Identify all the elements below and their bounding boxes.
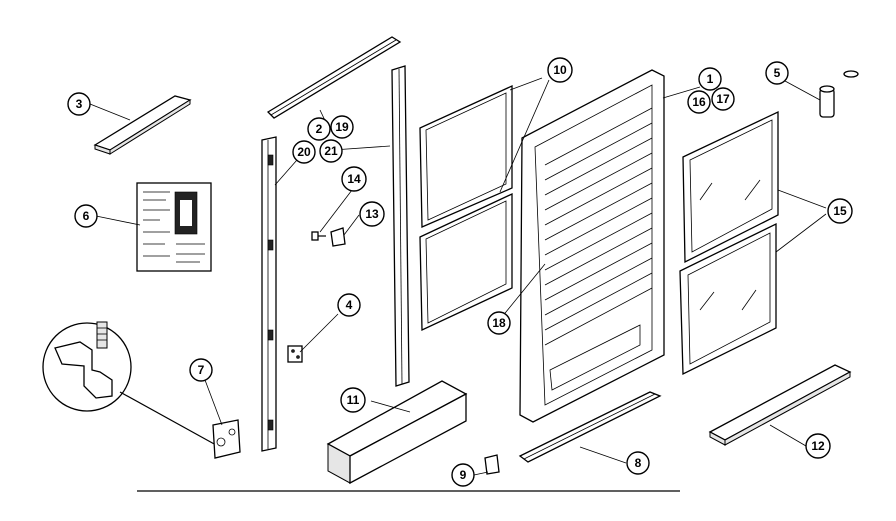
- part-4-bracket: [287, 345, 303, 363]
- callout-17: 17: [711, 87, 735, 111]
- part-11-box: [326, 380, 468, 485]
- svg-text:15: 15: [833, 204, 847, 218]
- callout-20: 20: [292, 140, 316, 164]
- part-19-top-header: [266, 36, 402, 119]
- part-3-top-bar: [93, 95, 192, 155]
- part-5-cylinder: [819, 70, 859, 118]
- svg-text:1: 1: [707, 72, 714, 86]
- callout-4: 4: [337, 293, 361, 317]
- svg-text:6: 6: [83, 209, 90, 223]
- callout-13: 13: [359, 201, 385, 227]
- part-10-screen-inserts: [419, 84, 513, 332]
- svg-text:19: 19: [335, 120, 349, 134]
- svg-text:2: 2: [316, 122, 323, 136]
- svg-text:14: 14: [347, 172, 361, 186]
- svg-text:3: 3: [76, 97, 83, 111]
- callout-3: 3: [67, 92, 91, 116]
- svg-text:7: 7: [198, 363, 205, 377]
- part-12-bottom-bar: [708, 364, 852, 446]
- callout-12: 12: [805, 433, 831, 459]
- callout-8: 8: [626, 451, 650, 475]
- part-6-instruction-sheet: [136, 182, 212, 272]
- svg-text:16: 16: [692, 95, 706, 109]
- door-louvres: [544, 107, 653, 346]
- svg-text:8: 8: [635, 456, 642, 470]
- callout-6: 6: [74, 204, 98, 228]
- svg-text:11: 11: [347, 393, 360, 407]
- hinge-detail-magnified: [42, 321, 217, 446]
- callout-19: 19: [330, 115, 354, 139]
- part-1-door: [519, 69, 665, 423]
- callout-15: 15: [827, 198, 853, 224]
- callout-11: 11: [340, 387, 366, 413]
- svg-text:20: 20: [297, 145, 311, 159]
- callout-10: 10: [547, 57, 573, 83]
- svg-text:17: 17: [716, 92, 730, 106]
- svg-text:4: 4: [346, 298, 353, 312]
- latch-jamb: [391, 65, 410, 387]
- part-13-clip: [330, 227, 346, 247]
- part-9-clip: [484, 454, 500, 475]
- callout-2: 2: [307, 117, 331, 141]
- svg-text:10: 10: [553, 63, 567, 77]
- part-7-hinge-plate: [212, 419, 241, 459]
- callout-7: 7: [189, 358, 213, 382]
- callout-1: 1: [698, 67, 722, 91]
- callout-21: 21: [319, 139, 343, 163]
- callout-9: 9: [451, 463, 475, 487]
- svg-text:13: 13: [365, 207, 379, 221]
- svg-text:12: 12: [811, 439, 825, 453]
- svg-text:9: 9: [460, 468, 467, 482]
- svg-text:5: 5: [774, 66, 781, 80]
- part-20-hinge-jamb: [261, 136, 277, 452]
- part-15-glass-panels: [679, 110, 779, 376]
- svg-text:18: 18: [492, 316, 506, 330]
- callout-5: 5: [765, 61, 789, 85]
- part-14-pin: [311, 231, 326, 241]
- svg-text:21: 21: [324, 144, 338, 158]
- callout-14: 14: [341, 166, 367, 192]
- callout-18: 18: [487, 311, 511, 335]
- part-8-bottom-sweep: [518, 391, 662, 463]
- callout-16: 16: [687, 90, 711, 114]
